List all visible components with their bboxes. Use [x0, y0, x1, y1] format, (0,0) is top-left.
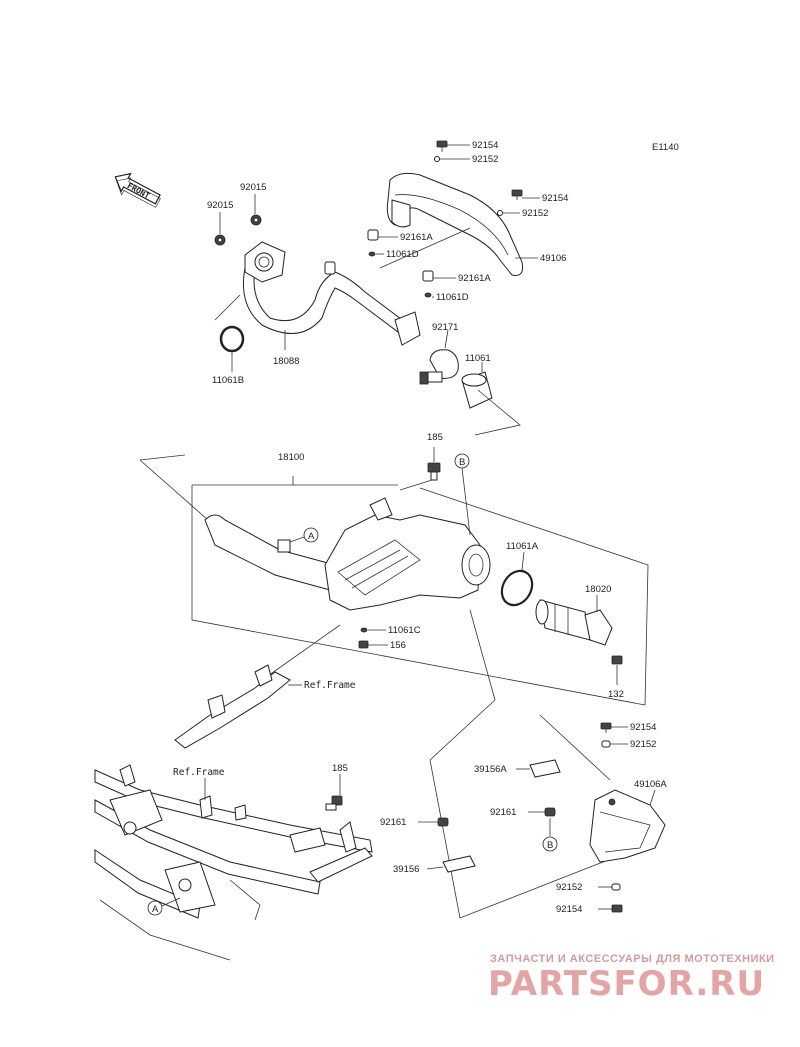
label-185-b: 185 [332, 763, 348, 774]
front-arrow-icon: FRONT [114, 172, 161, 208]
label-92154-d: 92154 [556, 904, 582, 915]
svg-text:B: B [547, 840, 553, 851]
heat-guard-49106 [386, 172, 523, 276]
label-92154-b: 92154 [542, 193, 568, 204]
label-11061c: 11061C [388, 625, 421, 636]
ref-frame-lower: Ref.Frame [173, 767, 225, 778]
grommet-11061d-a [368, 251, 376, 257]
label-156: 156 [390, 640, 406, 651]
label-92015-b: 92015 [240, 182, 266, 193]
diagram-code: E1140 [652, 142, 679, 153]
callout-a-lower: A [147, 900, 163, 916]
washer-92152-d [611, 883, 621, 891]
label-132: 132 [608, 689, 624, 700]
washer-92152-b [497, 210, 503, 216]
label-11061: 11061 [465, 353, 491, 364]
watermark-tagline: ЗАПЧАСТИ И АКСЕССУАРЫ ДЛЯ МОТОТЕХНИКИ [490, 953, 775, 965]
label-11061d-a: 11061D [386, 249, 419, 260]
gasket-11061 [461, 371, 493, 409]
label-49106: 49106 [540, 253, 566, 264]
label-18020: 18020 [585, 584, 611, 595]
label-18100: 18100 [278, 452, 304, 463]
gasket-11061b [219, 325, 245, 353]
ref-frame-upper: Ref.Frame [304, 680, 356, 691]
bolt-132 [611, 655, 623, 665]
spark-arrester-18020 [535, 599, 613, 646]
bolt-92154-a [436, 140, 448, 152]
label-92161a-b: 92161A [458, 273, 491, 284]
label-92171: 92171 [432, 322, 458, 333]
watermark-brand: PARTSFOR.RU [488, 964, 765, 1004]
nut-92015-a-hole [217, 237, 223, 243]
bolt-156 [358, 640, 369, 649]
nut-92015-b-hole [253, 217, 259, 223]
label-49106a: 49106A [634, 779, 667, 790]
heat-guard-49106a [589, 789, 666, 863]
label-18088: 18088 [273, 356, 299, 367]
gasket-11061a [500, 569, 534, 607]
label-185-a: 185 [427, 432, 443, 443]
bolt-92154-c [600, 722, 612, 733]
frame-bracket-upper [174, 664, 291, 749]
bolt-92154-d [611, 904, 623, 913]
label-39156a: 39156A [474, 764, 507, 775]
grommet-11061c [360, 627, 368, 633]
clamp-92171 [419, 349, 459, 385]
collar-92161a-b [422, 270, 434, 282]
label-92152-d: 92152 [556, 882, 582, 893]
collar-92161-right [544, 807, 556, 817]
label-11061b: 11061B [212, 375, 244, 386]
label-11061d-b: 11061D [436, 292, 469, 303]
label-92015-a: 92015 [207, 200, 233, 211]
motorcycle-frame [94, 764, 373, 961]
label-92152-c: 92152 [630, 739, 656, 750]
label-92154-c: 92154 [630, 722, 656, 733]
collar-92161a-a [367, 229, 379, 241]
svg-text:A: A [308, 531, 315, 542]
label-39156: 39156 [393, 864, 419, 875]
label-92161-right: 92161 [490, 807, 516, 818]
exhaust-pipe-18088 [242, 241, 421, 346]
collar-92161-left [437, 817, 449, 827]
bolt-185-b [325, 795, 343, 811]
svg-text:A: A [152, 904, 159, 915]
bolt-185-a [427, 462, 441, 481]
callout-b-upper: B [454, 453, 470, 469]
label-92152-a: 92152 [472, 154, 498, 165]
plate-39156a [529, 759, 561, 778]
bracket-a [277, 539, 291, 553]
washer-92152-a [434, 156, 440, 162]
svg-text:B: B [459, 457, 465, 468]
plate-39156 [442, 855, 476, 873]
washer-92152-c [601, 740, 611, 748]
label-11061a: 11061A [506, 541, 539, 552]
callout-b-lower: B [542, 836, 558, 852]
label-92152-b: 92152 [522, 208, 548, 219]
label-92161a-a: 92161A [400, 232, 433, 243]
label-92154-a: 92154 [472, 140, 498, 151]
callout-a-upper: A [303, 527, 319, 543]
grommet-11061d-b [424, 292, 432, 298]
label-92161-left: 92161 [380, 817, 406, 828]
muffler-18100 [204, 497, 491, 611]
bolt-92154-b [511, 189, 523, 200]
